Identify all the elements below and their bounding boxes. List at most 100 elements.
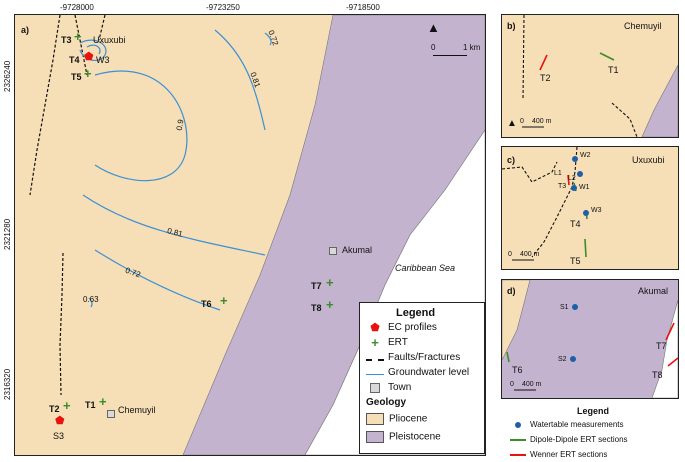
legend-item-ert: +ERT xyxy=(366,336,408,349)
ert-line-t1 xyxy=(599,52,615,61)
well-l2 xyxy=(577,171,583,177)
y-tick-label: 2321280 xyxy=(3,218,12,250)
fault-line xyxy=(59,252,64,396)
legend-box: Legend ⬟ EC profiles +ERT Faults/Fracture… xyxy=(359,302,485,454)
legend-label: EC profiles xyxy=(388,322,437,334)
station-t2-label: T2 xyxy=(49,404,60,414)
line-t3-label: T3 xyxy=(558,183,567,190)
pliocene-zone xyxy=(502,280,531,361)
station-t8-cross: + xyxy=(326,297,334,312)
scale-zero: 0 xyxy=(508,251,512,258)
fault-line xyxy=(29,15,61,196)
line-t4-label: T4 xyxy=(570,219,581,229)
station-t6-label: T6 xyxy=(201,299,212,309)
contour-label: 0.63 xyxy=(83,295,99,304)
ert-line-t2 xyxy=(539,54,548,71)
y-tick-label: 2316320 xyxy=(3,368,12,400)
pleistocene-zone xyxy=(641,64,678,137)
legend-label: Faults/Fractures xyxy=(388,352,461,363)
scale-label: 400 m xyxy=(520,251,540,258)
panel-d: d) Akumal S1 S2 T6 T7 T8 0 400 m xyxy=(501,279,679,399)
contour-0.81-mid xyxy=(82,194,266,256)
legend-item-groundwater: Groundwater level xyxy=(366,367,469,379)
place-chemuyil: Chemuyil xyxy=(118,405,156,415)
north-arrow-icon: ▲ xyxy=(427,20,440,35)
legend-label: Pliocene xyxy=(389,413,428,425)
legend-item-pleistocene: Pleistocene xyxy=(366,431,441,444)
legend-label: Pleistocene xyxy=(389,431,441,443)
dot-icon xyxy=(515,421,521,428)
scale-zero: 0 xyxy=(520,118,524,125)
right-legend-watertable: Watertable measurements xyxy=(515,420,624,429)
station-t6-cross: + xyxy=(220,293,228,308)
panel-b: b) Chemuyil T2 T1 ▲ 0 400 m xyxy=(501,14,679,138)
well-w2 xyxy=(572,156,578,162)
legend-label: Town xyxy=(388,382,412,394)
fault-line xyxy=(98,15,106,41)
fault-line xyxy=(522,15,525,101)
station-t2-cross: + xyxy=(63,398,71,413)
line-t5-label: T5 xyxy=(570,256,581,266)
line-t6-label: T6 xyxy=(512,365,523,375)
well-w1 xyxy=(571,185,577,191)
line-l1-label: L1 xyxy=(554,170,562,177)
panel-c-title: Uxuxubi xyxy=(632,155,665,165)
panel-c-svg xyxy=(502,147,589,261)
ert-line-t8 xyxy=(667,357,678,367)
station-t8-label: T8 xyxy=(311,303,322,313)
scale-zero: 0 xyxy=(431,43,436,52)
legend-label: ERT xyxy=(388,337,408,349)
fault-line xyxy=(74,15,88,76)
line-l2-label: L2 xyxy=(568,175,576,182)
contour-uxuxubi-inner xyxy=(86,44,101,55)
ert-line-l1 xyxy=(567,174,570,186)
right-legend-title: Legend xyxy=(577,406,610,416)
contour-0.81-north xyxy=(214,29,266,131)
pentagon-icon: ⬟ xyxy=(370,322,380,334)
line-t1-label: T1 xyxy=(608,65,619,75)
well-w2-label: W2 xyxy=(580,152,591,159)
well-w3-label: W3 xyxy=(96,55,110,65)
ert-line-t5 xyxy=(584,238,587,258)
panel-b-title: Chemuyil xyxy=(624,21,662,31)
station-t7-cross: + xyxy=(326,275,334,290)
station-t5-label: T5 xyxy=(71,72,82,82)
pliocene-swatch xyxy=(366,413,384,425)
faults-group xyxy=(29,15,106,396)
well-s2 xyxy=(570,356,576,362)
panel-c-label: c) xyxy=(507,155,516,165)
fault-line xyxy=(531,147,578,258)
well-s1 xyxy=(572,304,578,310)
ec-marker-s3: ⬟ xyxy=(55,415,65,427)
legend-label: Dipole-Dipole ERT sections xyxy=(530,435,628,444)
ec-marker-t4: ⬟ xyxy=(84,51,94,63)
north-arrow-icon: ▲ xyxy=(507,118,517,129)
place-uxuxubi: Uxuxubi xyxy=(93,35,126,45)
town-square-icon xyxy=(107,410,115,418)
station-t5-cross: + xyxy=(84,66,92,81)
panel-d-label: d) xyxy=(507,286,516,296)
panel-b-label: b) xyxy=(507,21,516,31)
pleistocene-swatch xyxy=(366,431,384,443)
legend-title: Legend xyxy=(396,307,436,319)
scale-zero: 0 xyxy=(510,381,514,388)
station-t3-cross: + xyxy=(74,29,82,44)
x-tick-label: -9723250 xyxy=(206,3,240,12)
ert-line-t7 xyxy=(665,322,675,341)
well-s2-label: S2 xyxy=(558,356,567,363)
scale-label: 400 m xyxy=(522,381,542,388)
fault-line xyxy=(611,102,638,137)
scale-end: 1 km xyxy=(463,43,481,52)
panel-b-svg xyxy=(522,15,678,137)
panel-d-svg xyxy=(502,280,678,398)
contours-group xyxy=(79,29,272,311)
legend-label: Watertable measurements xyxy=(530,420,624,429)
line-icon xyxy=(510,438,526,441)
line-icon xyxy=(510,453,526,456)
dashed-line-icon xyxy=(366,354,384,361)
well-w3 xyxy=(583,210,589,216)
panel-label: a) xyxy=(21,25,30,35)
contour-0.63 xyxy=(88,297,93,308)
ec-s3-label: S3 xyxy=(53,431,65,441)
fault-line xyxy=(502,161,558,183)
